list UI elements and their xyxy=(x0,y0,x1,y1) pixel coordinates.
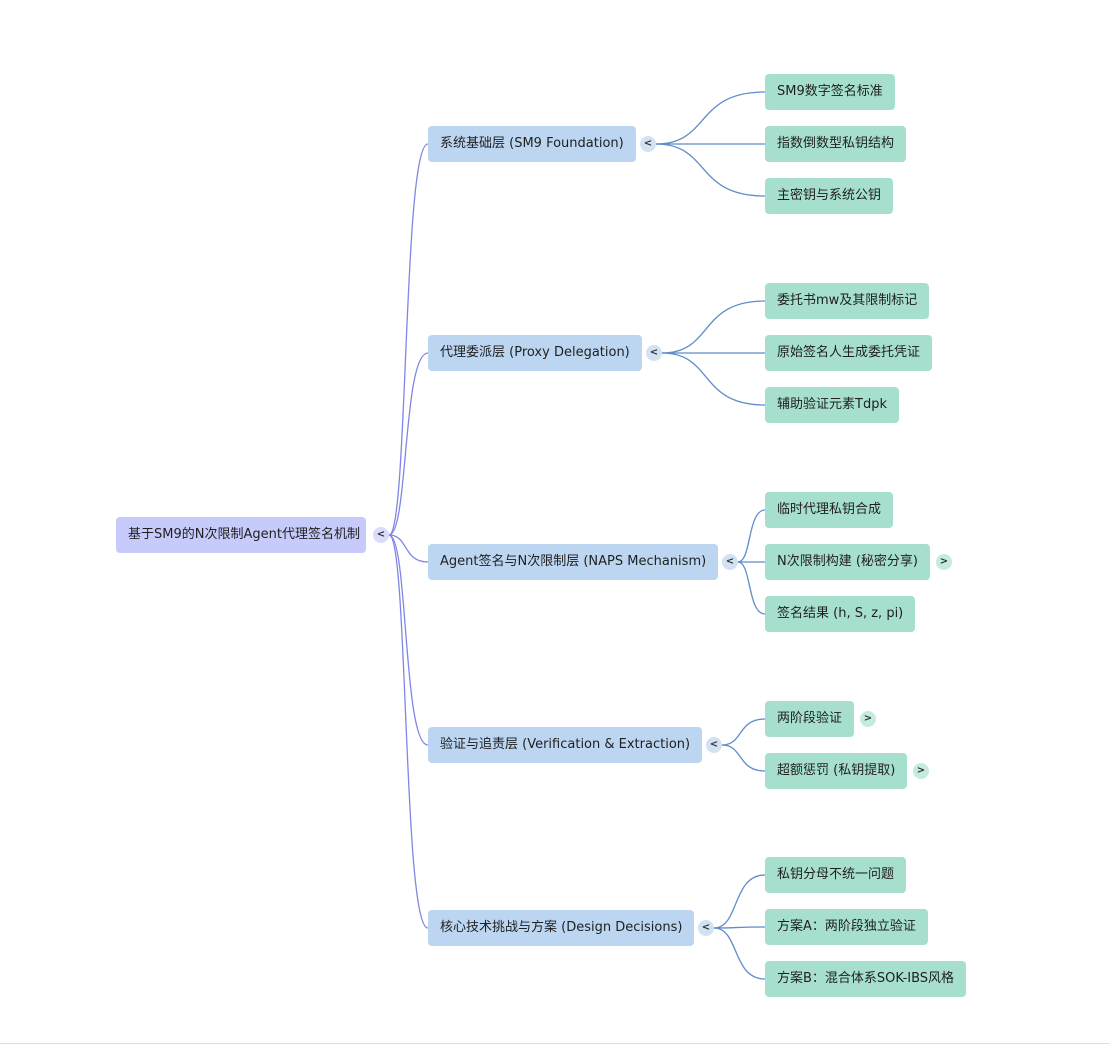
branch-node-naps-mechanism[interactable]: Agent签名与N次限制层 (NAPS Mechanism) xyxy=(428,544,719,580)
leaf-node[interactable]: 两阶段验证 xyxy=(765,701,855,737)
leaf-node[interactable]: 委托书mw及其限制标记 xyxy=(765,283,930,319)
branch-leaf-connector xyxy=(737,509,766,563)
branch-leaf-connector xyxy=(721,744,766,772)
branch-leaf-connector xyxy=(713,927,766,980)
root-collapse-icon[interactable]: < xyxy=(373,527,389,543)
branch-collapse-icon[interactable]: < xyxy=(698,920,714,936)
leaf-node[interactable]: 签名结果 (h, S, z, pi) xyxy=(765,596,916,632)
branch-leaf-connector xyxy=(721,718,766,746)
leaf-node[interactable]: 超额惩罚 (私钥提取) xyxy=(765,753,908,789)
root-branch-connector xyxy=(388,352,429,536)
branch-leaf-connector xyxy=(661,300,766,354)
branch-leaf-connector xyxy=(713,874,766,929)
branch-leaf-connector xyxy=(713,926,766,929)
leaf-node[interactable]: 原始签名人生成委托凭证 xyxy=(765,335,933,371)
branch-leaf-connector xyxy=(661,352,766,406)
root-node[interactable]: 基于SM9的N次限制Agent代理签名机制 xyxy=(116,517,366,553)
branch-collapse-icon[interactable]: < xyxy=(722,554,738,570)
leaf-node[interactable]: 方案A：两阶段独立验证 xyxy=(765,909,928,945)
leaf-node[interactable]: 私钥分母不统一问题 xyxy=(765,857,907,893)
branch-node-sm9-foundation[interactable]: 系统基础层 (SM9 Foundation) xyxy=(428,126,636,162)
root-branch-connector xyxy=(388,534,429,563)
leaf-node[interactable]: 主密钥与系统公钥 xyxy=(765,178,894,214)
branch-leaf-connector xyxy=(737,561,766,615)
root-branch-connector xyxy=(388,534,429,746)
leaf-expand-icon[interactable]: > xyxy=(860,711,876,727)
leaf-node[interactable]: SM9数字签名标准 xyxy=(765,74,895,110)
root-branch-connector xyxy=(388,143,429,536)
root-branch-connector xyxy=(388,534,429,929)
branch-node-design-decisions[interactable]: 核心技术挑战与方案 (Design Decisions) xyxy=(428,910,695,946)
canvas-bottom-border xyxy=(0,1043,1110,1044)
branch-collapse-icon[interactable]: < xyxy=(646,345,662,361)
branch-leaf-connector xyxy=(655,91,766,145)
branch-node-verification-extraction[interactable]: 验证与追责层 (Verification & Extraction) xyxy=(428,727,703,763)
branch-collapse-icon[interactable]: < xyxy=(706,737,722,753)
leaf-expand-icon[interactable]: > xyxy=(936,554,952,570)
leaf-node[interactable]: 辅助验证元素Tdpk xyxy=(765,387,899,423)
leaf-node[interactable]: 指数倒数型私钥结构 xyxy=(765,126,907,162)
branch-node-proxy-delegation[interactable]: 代理委派层 (Proxy Delegation) xyxy=(428,335,642,371)
leaf-node[interactable]: N次限制构建 (秘密分享) xyxy=(765,544,931,580)
branch-collapse-icon[interactable]: < xyxy=(640,136,656,152)
leaf-node[interactable]: 临时代理私钥合成 xyxy=(765,492,894,528)
leaf-expand-icon[interactable]: > xyxy=(913,763,929,779)
branch-leaf-connector xyxy=(655,143,766,197)
leaf-node[interactable]: 方案B：混合体系SOK-IBS风格 xyxy=(765,961,967,997)
